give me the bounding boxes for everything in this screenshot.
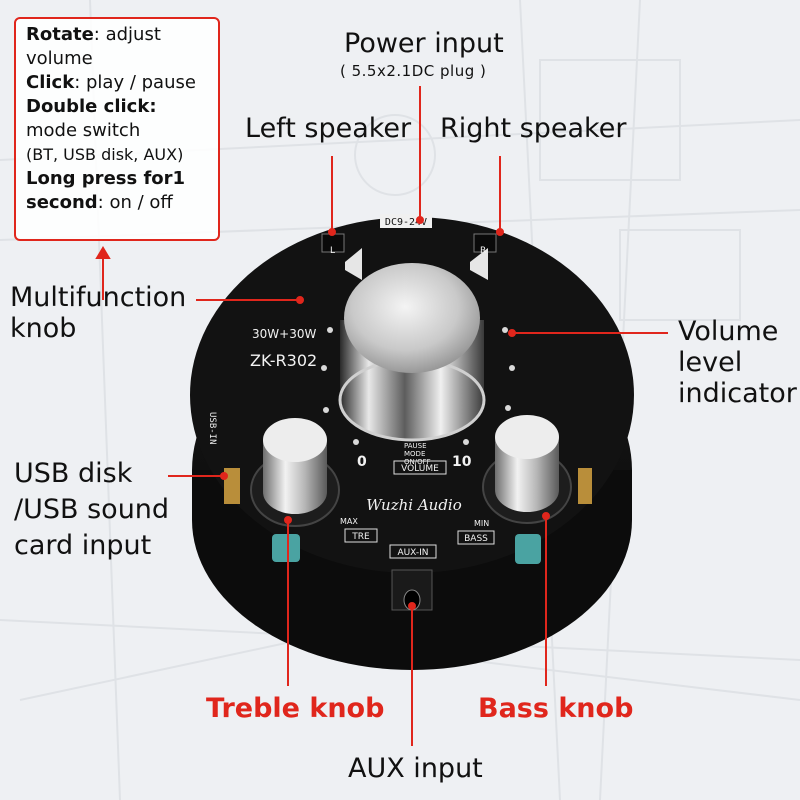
mode-legend: MODE: [404, 450, 425, 458]
scale-min: 0: [357, 454, 367, 470]
double-click-mode: mode switch: [26, 120, 141, 141]
treble-label: TRE: [351, 532, 370, 542]
usb-in-label: USB-IN: [207, 412, 217, 445]
rotate-instruction-cont: volume: [26, 48, 93, 69]
usb-input-label-1: USB disk: [14, 458, 133, 489]
multifunction-label-knob: knob: [10, 313, 77, 344]
long-press-instruction: Long press for1: [26, 168, 186, 189]
bass-knob-label: Bass knob: [478, 693, 634, 724]
long-press-instruction-cont: second: on / off: [26, 192, 173, 213]
usb-input-label-3: card input: [14, 530, 152, 561]
scale-max: 10: [452, 454, 472, 470]
pause-legend: PAUSE: [404, 442, 427, 450]
usb-input-label-2: /USB sound: [14, 494, 170, 525]
aux-input-label: AUX input: [348, 753, 483, 784]
right-speaker-label: Right speaker: [440, 113, 627, 144]
power-rating: 30W+30W: [252, 327, 316, 341]
double-click-modes-list: (BT, USB disk, AUX): [26, 145, 184, 164]
treble-max: MAX: [340, 517, 358, 526]
left-channel-mark: L: [330, 246, 335, 256]
brand-label: Wuzhi Audio: [366, 496, 462, 514]
right-channel-mark: R: [480, 246, 486, 256]
click-instruction: Click: play / pause: [26, 72, 196, 93]
left-speaker-label: Left speaker: [245, 113, 412, 144]
power-input-label: Power input: [344, 28, 504, 59]
double-click-instruction: Double click:: [26, 96, 157, 117]
treble-knob-label: Treble knob: [206, 693, 385, 724]
volume-level-label-3: indicator: [678, 378, 797, 409]
model-label: ZK-R302: [250, 351, 317, 370]
multifunction-label: Multifunction: [10, 282, 187, 313]
rotate-instruction: Rotate: adjust: [26, 24, 161, 45]
volume-level-label-2: level: [678, 347, 743, 378]
onoff-legend: ON/OFF: [404, 458, 431, 466]
dc-label: DC9-24V: [385, 217, 427, 228]
volume-label: VOLUME: [401, 464, 439, 474]
bass-label: BASS: [464, 534, 488, 544]
bass-min: MIN: [474, 519, 489, 528]
volume-level-label-1: Volume: [678, 316, 779, 347]
knob-instructions-box: Rotate: adjust volume Click: play / paus…: [14, 17, 220, 241]
power-plug-label: ( 5.5x2.1DC plug ): [340, 62, 487, 80]
aux-in-label: AUX-IN: [397, 548, 428, 558]
